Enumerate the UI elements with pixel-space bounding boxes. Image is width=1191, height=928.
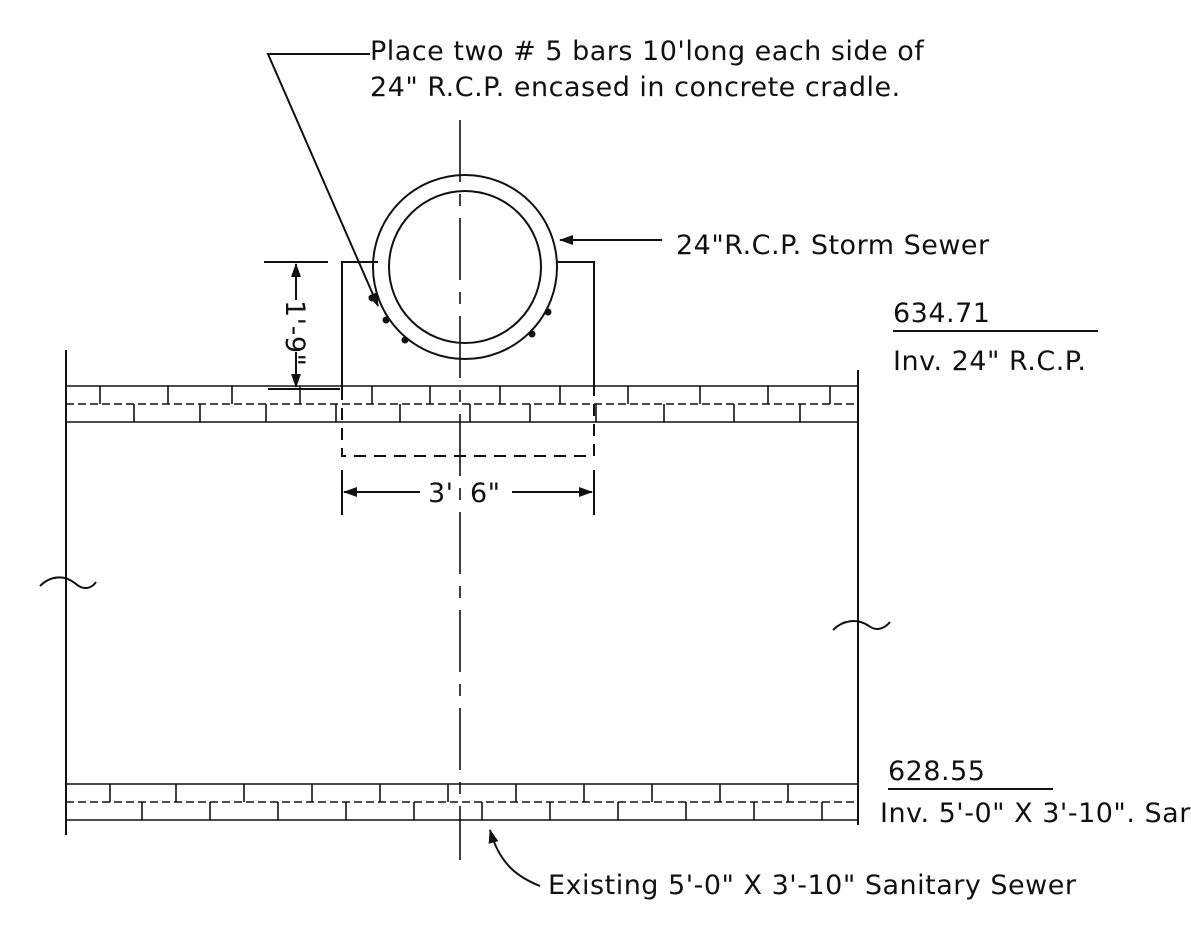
sanitary-invert-elevation: 628.55 (888, 758, 1053, 790)
existing-sewer-leader (488, 829, 541, 887)
note-line-2: 24" R.C.P. encased in concrete cradle. (370, 72, 901, 103)
rebar-1 (368, 294, 376, 302)
rcp-pipe-outer (372, 174, 558, 360)
note-line-1: Place two # 5 bars 10'long each side of (370, 36, 925, 67)
concrete-cradle (341, 261, 595, 388)
rebar-4 (544, 308, 552, 316)
existing-sewer-label: Existing 5'-0" X 3'-10" Sanitary Sewer (548, 870, 1077, 901)
cradle-height-dimension: 1'-9" (279, 300, 310, 367)
break-symbol-left (39, 576, 97, 590)
rcp-invert-label: Inv. 24" R.C.P. (893, 346, 1087, 377)
rebar-5 (528, 330, 536, 338)
sanitary-elevation-value: 628.55 (888, 758, 1053, 790)
top-brick-course (66, 385, 858, 423)
rcp-pipe-inner (388, 190, 542, 344)
cradle-width-dimension-left: 3' (428, 478, 454, 509)
rebar-2 (382, 316, 390, 324)
rebar-3 (401, 336, 409, 344)
sanitary-invert-label: Inv. 5'-0" X 3'-10". Sar (880, 798, 1191, 829)
note-leader (266, 53, 379, 307)
cradle-width-dimension-right: 6" (470, 478, 501, 509)
storm-sewer-label: 24"R.C.P. Storm Sewer (676, 230, 990, 261)
rcp-invert-elevation: 634.71 (893, 300, 1098, 332)
rcp-elevation-value: 634.71 (893, 300, 1098, 332)
bottom-brick-course (66, 783, 858, 821)
break-symbol-right (832, 620, 891, 631)
